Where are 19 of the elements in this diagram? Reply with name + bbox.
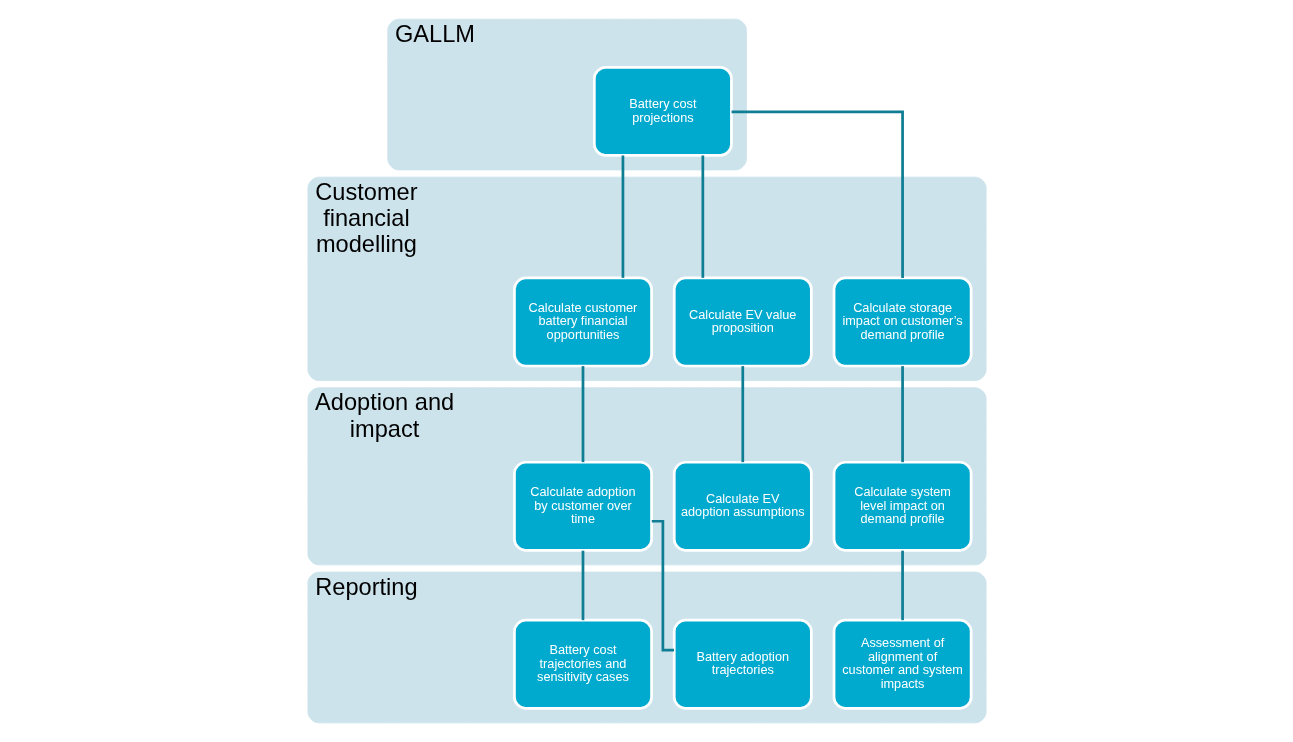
node-box: Calculate storage impact on customer’s demand profile [832,276,972,368]
node-box: Calculate customer battery financial opportunities [512,276,653,368]
node-box: Calculate adoption by customer over time [512,460,653,552]
connector [581,366,584,463]
connector [621,155,624,278]
node-box: Assessment of alignment of customer and system impacts [832,618,972,710]
node-box: Battery adoption trajectories [672,618,813,710]
connector [900,550,904,621]
node-box: Battery cost projections [592,65,733,157]
node-box: Battery cost trajectories and sensitivity cases [512,618,653,710]
connector [740,366,744,463]
connector [701,155,704,278]
node-box: Calculate EV value proposition [672,276,813,368]
node-box: Calculate EV adoption assumptions [672,460,813,552]
connector [731,110,904,278]
node-box: Calculate system level impact on demand profile [832,460,972,552]
connector [900,366,904,463]
connector [581,550,584,621]
connector [651,519,674,652]
